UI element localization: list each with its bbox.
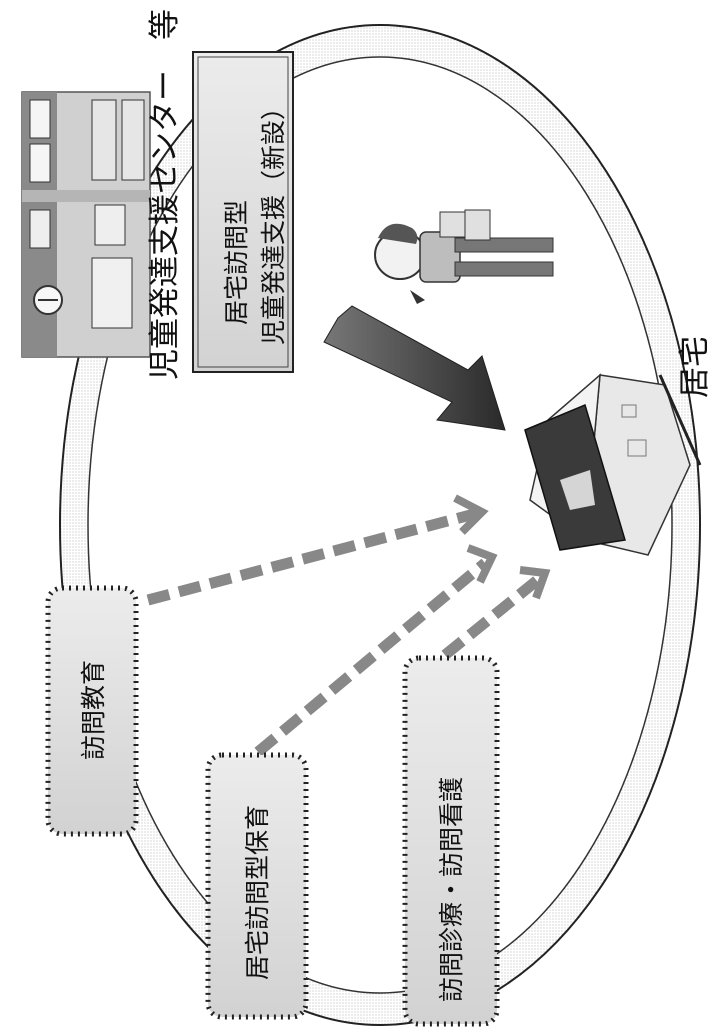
new-service-line1: 居宅訪問型	[222, 200, 251, 325]
dashed-arrow-medical-head	[519, 566, 551, 600]
dashed-arrow-childcare-head	[466, 544, 498, 584]
label-home-visit-childcare: 居宅訪問型保育	[243, 805, 272, 980]
new-service-arrow	[323, 305, 506, 431]
box-visiting-education	[45, 585, 139, 837]
center-heading: 児童発達支援センター	[147, 70, 183, 380]
box-home-visit-childcare	[205, 752, 309, 1020]
dashed-arrows	[146, 494, 551, 757]
label-visiting-education: 訪問教育	[79, 660, 108, 760]
box-visiting-medical-nursing	[402, 655, 500, 1027]
staff-person-icon	[374, 209, 554, 304]
new-service-box	[192, 51, 294, 373]
dashed-arrow-medical	[441, 573, 544, 660]
label-visiting-medical-nursing: 訪問診療・訪問看護	[437, 777, 466, 1002]
dashed-arrow-childcare	[254, 558, 489, 757]
support-center-building-icon	[21, 91, 151, 358]
home-house-icon	[524, 373, 702, 556]
center-heading-suffix: 等	[147, 9, 183, 40]
dashed-arrow-education-head	[453, 494, 489, 535]
new-service-line2: 児童発達支援（新設）	[259, 95, 288, 345]
dashed-arrow-education	[146, 507, 480, 606]
home-label: 居宅	[677, 336, 710, 398]
